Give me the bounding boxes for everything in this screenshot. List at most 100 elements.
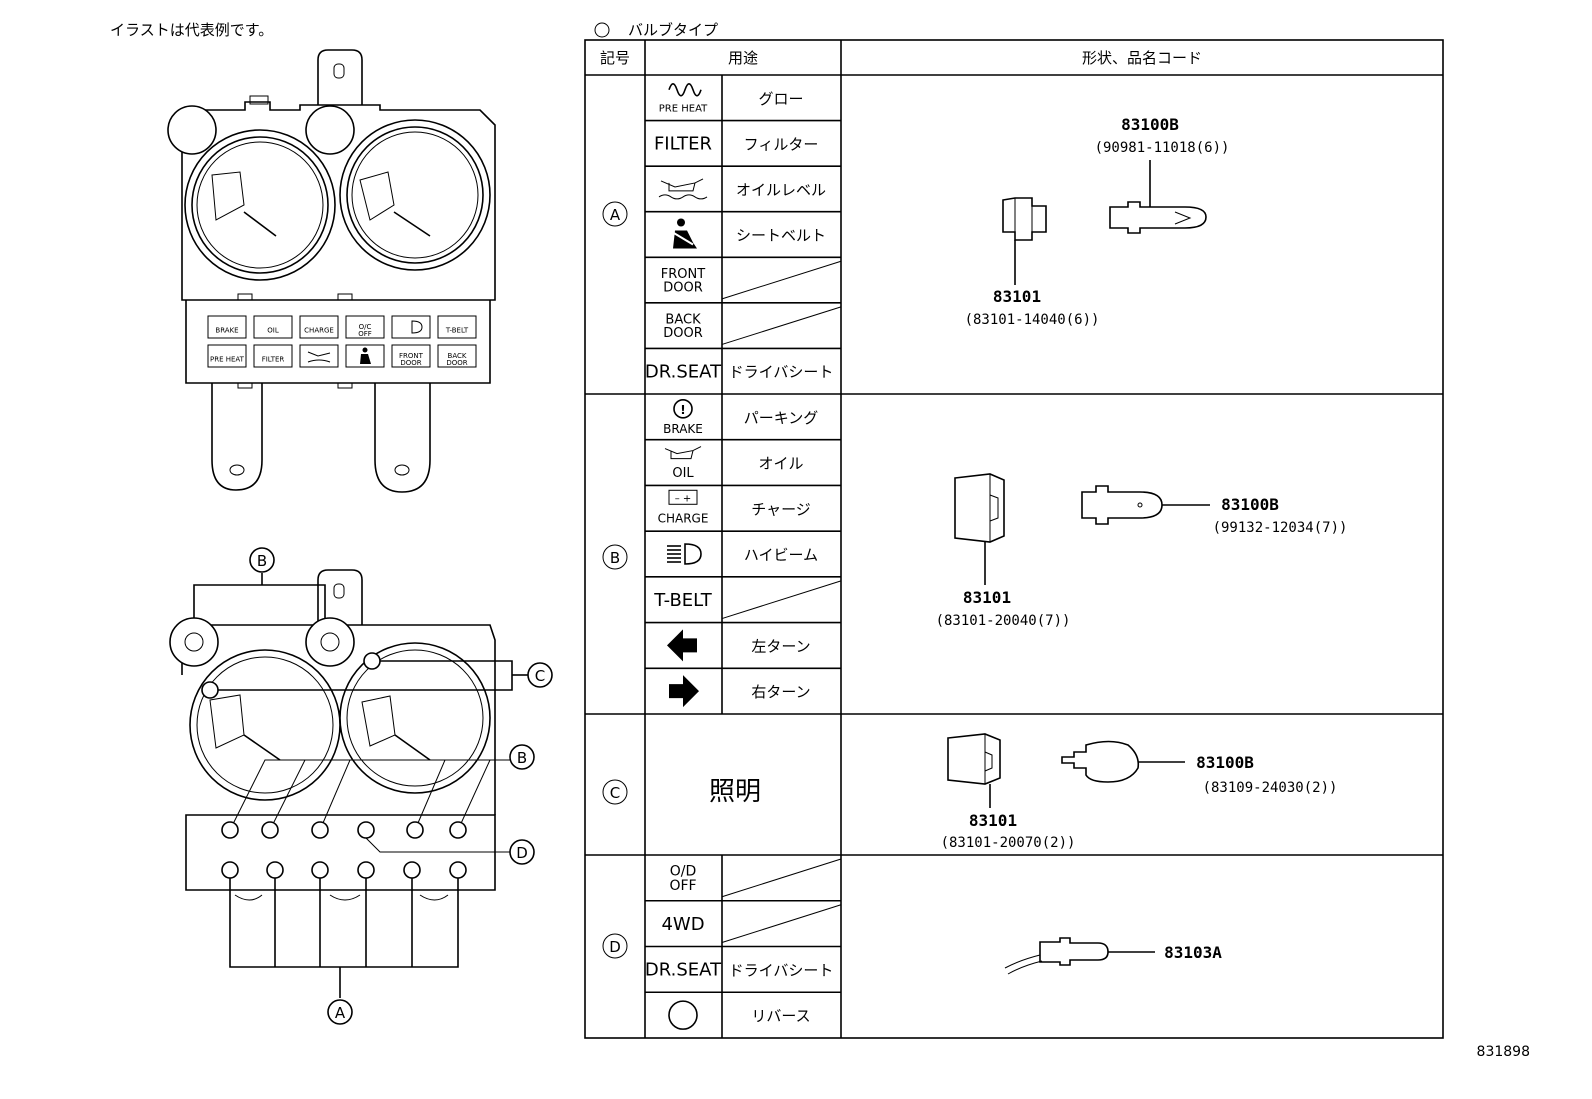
oil-level-icon bbox=[307, 351, 331, 363]
table-row: PRE HEAT グロー bbox=[659, 82, 804, 114]
cluster-window-label: FILTER bbox=[262, 355, 285, 363]
svg-text:– +: – + bbox=[675, 493, 692, 504]
table-row: 左ターン bbox=[645, 621, 841, 662]
callout-c: C bbox=[527, 662, 553, 688]
svg-text:B: B bbox=[517, 749, 527, 767]
row-icon-label: T-BELT bbox=[653, 590, 712, 611]
part-b-bulb-code: (99132-12034(7)) bbox=[1213, 520, 1348, 536]
svg-text:A: A bbox=[335, 1004, 346, 1022]
high-beam-icon bbox=[411, 320, 423, 334]
cluster-window-label: BRAKE bbox=[215, 326, 238, 334]
svg-text:A: A bbox=[610, 206, 621, 224]
table-row: 4WD bbox=[645, 899, 842, 943]
table-title: バルブタイプ bbox=[628, 21, 718, 39]
usage-illumination: 照明 bbox=[709, 777, 761, 807]
cluster-window: PRE HEAT bbox=[207, 344, 247, 368]
part-b-bulb-no: 83100B bbox=[1221, 495, 1279, 514]
oil-level-icon bbox=[660, 178, 704, 192]
illustration-id: 831898 bbox=[1477, 1044, 1530, 1060]
header-shape-code: 形状、品名コード bbox=[1082, 49, 1202, 67]
cluster-window bbox=[391, 315, 431, 339]
header-usage: 用途 bbox=[728, 49, 758, 67]
svg-text:B: B bbox=[610, 549, 620, 567]
part-b-socket-no: 83101 bbox=[963, 588, 1011, 607]
turn-left-arrow-icon bbox=[667, 629, 697, 662]
marker-a: A bbox=[602, 201, 628, 227]
seatbelt-icon bbox=[362, 347, 368, 353]
reverse-icon bbox=[668, 1000, 698, 1030]
oil-can-icon bbox=[664, 446, 702, 460]
cluster-window: T-BELT bbox=[437, 315, 477, 339]
marker-b: B bbox=[602, 544, 628, 570]
not-applicable-slash bbox=[721, 580, 842, 620]
row-icon-label: OIL bbox=[672, 466, 694, 481]
row-usage-label: フィルター bbox=[744, 135, 819, 153]
part-a-bulb-code: (90981-11018(6)) bbox=[1095, 140, 1230, 156]
battery-icon bbox=[668, 489, 698, 505]
part-c-bulb-no: 83100B bbox=[1196, 753, 1254, 772]
callout-a: A bbox=[327, 999, 353, 1025]
not-applicable-slash bbox=[721, 858, 842, 898]
header-symbol: 記号 bbox=[600, 49, 630, 67]
part-b-socket-code: (83101-20040(7)) bbox=[936, 613, 1071, 629]
table-row: オイルレベル bbox=[645, 165, 841, 200]
brake-icon bbox=[673, 399, 693, 419]
turn-right-arrow-icon bbox=[669, 675, 699, 708]
marker-d: D bbox=[602, 933, 628, 959]
cluster-window: OIL bbox=[253, 315, 293, 339]
svg-text:D: D bbox=[609, 938, 621, 956]
row-usage-label: シートベルト bbox=[736, 227, 826, 245]
row-usage-label: ドライバシート bbox=[729, 363, 834, 381]
row-usage-label: オイルレベル bbox=[736, 181, 826, 199]
part-a-socket-no: 83101 bbox=[993, 287, 1041, 306]
not-applicable-slash bbox=[721, 904, 842, 943]
cluster-window: BRAKE bbox=[207, 315, 247, 339]
row-usage-label: リバース bbox=[751, 1007, 810, 1025]
cluster-window-label: T-BELT bbox=[445, 326, 469, 334]
part-d-bulb-no: 83103A bbox=[1164, 943, 1222, 962]
svg-text:C: C bbox=[535, 667, 545, 685]
not-applicable-slash bbox=[721, 260, 842, 300]
cluster-illustration-bottom bbox=[169, 569, 528, 998]
marker-c: C bbox=[602, 779, 628, 805]
cluster-window: FILTER bbox=[253, 344, 293, 368]
row-icon-label: CHARGE bbox=[658, 511, 709, 525]
part-a-bulb-no: 83100B bbox=[1121, 115, 1179, 134]
svg-text:C: C bbox=[610, 784, 620, 802]
part-a-socket-code: (83101-14040(6)) bbox=[965, 312, 1100, 328]
table-border bbox=[584, 39, 1444, 1039]
cluster-window: CHARGE bbox=[299, 315, 339, 339]
callout-d: D bbox=[509, 839, 535, 865]
row-icon-label: BRAKE bbox=[663, 422, 703, 436]
row-usage-label: グロー bbox=[758, 90, 803, 108]
row-icon-label: PRE HEAT bbox=[659, 103, 708, 114]
cluster-window-label: PRE HEAT bbox=[210, 355, 245, 363]
cluster-window bbox=[345, 344, 385, 368]
row-icon-label: DR.SEAT bbox=[645, 960, 722, 981]
row-usage-label: チャージ bbox=[751, 500, 811, 518]
table-row: シートベルト bbox=[645, 210, 841, 249]
row-usage-label: 左ターン bbox=[751, 637, 810, 655]
row-icon-label: 4WD bbox=[661, 914, 704, 935]
parts-group-a: 83100B (90981-11018(6)) 83101 (83101-140… bbox=[965, 115, 1230, 328]
row-usage-label: ハイビーム bbox=[744, 546, 818, 564]
svg-text:!: ! bbox=[680, 403, 685, 417]
callout-b-top: B bbox=[249, 547, 275, 573]
cluster-window-label: OIL bbox=[267, 326, 279, 334]
part-c-socket-no: 83101 bbox=[969, 811, 1017, 830]
